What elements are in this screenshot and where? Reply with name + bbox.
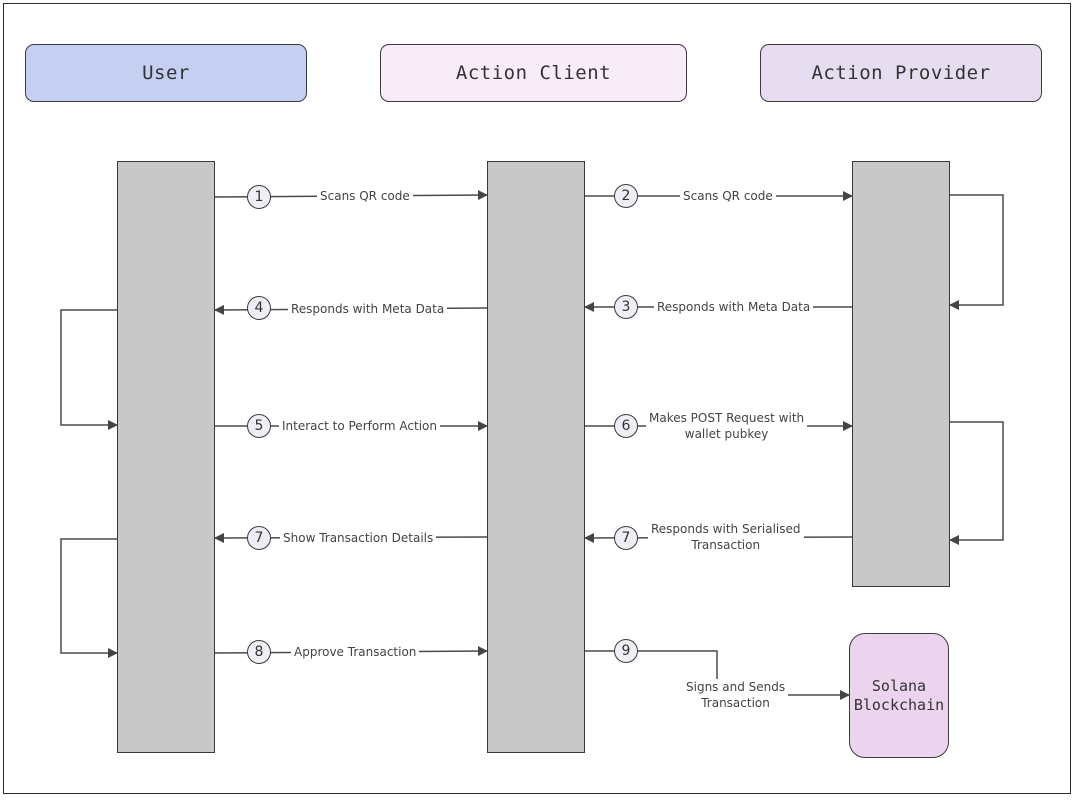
arrow-provider-self-loop-2: [949, 421, 1004, 545]
message-label-2: Scans QR code: [680, 188, 776, 204]
step-badge-6: 6: [614, 414, 638, 438]
message-label-8: Approve Transaction: [291, 644, 420, 660]
message-label-3: Responds with Meta Data: [654, 299, 814, 315]
action-client-lifeline: [487, 161, 585, 753]
participant-action-client: Action Client: [380, 44, 687, 102]
user-lifeline: [117, 161, 215, 753]
participant-user: User: [25, 44, 307, 102]
message-label-5: Interact to Perform Action: [279, 418, 440, 434]
participant-action-provider: Action Provider: [760, 44, 1042, 102]
step-badge-7-provider: 7: [614, 526, 638, 550]
step-badge-7-client: 7: [247, 526, 271, 550]
message-label-6-line1: Makes POST Request with: [649, 411, 805, 425]
solana-blockchain-line2: Blockchain: [853, 695, 945, 714]
message-label-7-client: Show Transaction Details: [280, 530, 437, 546]
step-badge-9: 9: [614, 639, 638, 663]
message-label-9-line2: Transaction: [701, 696, 770, 710]
message-label-1: Scans QR code: [317, 188, 413, 204]
step-badge-8: 8: [247, 640, 271, 664]
participant-user-label: User: [142, 62, 190, 84]
message-label-6-line2: wallet pubkey: [684, 427, 769, 441]
solana-blockchain-line1: Solana: [871, 676, 927, 695]
step-badge-5: 5: [247, 414, 271, 438]
step-badge-2: 2: [614, 184, 638, 208]
arrow-provider-self-loop-1: [949, 194, 1004, 310]
arrow-user-self-loop-1: [60, 309, 118, 430]
message-label-4: Responds with Meta Data: [288, 301, 448, 317]
step-badge-3: 3: [614, 295, 638, 319]
message-label-7-provider-line1: Responds with Serialised: [651, 522, 801, 536]
message-label-9-line1: Signs and Sends: [686, 680, 786, 694]
message-label-9: Signs and Sends Transaction: [683, 679, 789, 711]
message-label-7-provider-line2: Transaction: [691, 538, 761, 552]
participant-action-client-label: Action Client: [455, 62, 612, 84]
participant-action-provider-label: Action Provider: [811, 62, 991, 84]
message-label-7-provider: Responds with Serialised Transaction: [648, 521, 804, 553]
arrow-user-self-loop-2: [60, 538, 118, 658]
step-badge-1: 1: [247, 185, 271, 209]
action-provider-lifeline: [852, 161, 950, 587]
message-label-6: Makes POST Request with wallet pubkey: [646, 410, 808, 442]
step-badge-4: 4: [247, 296, 271, 320]
solana-blockchain-node: Solana Blockchain: [849, 633, 949, 758]
